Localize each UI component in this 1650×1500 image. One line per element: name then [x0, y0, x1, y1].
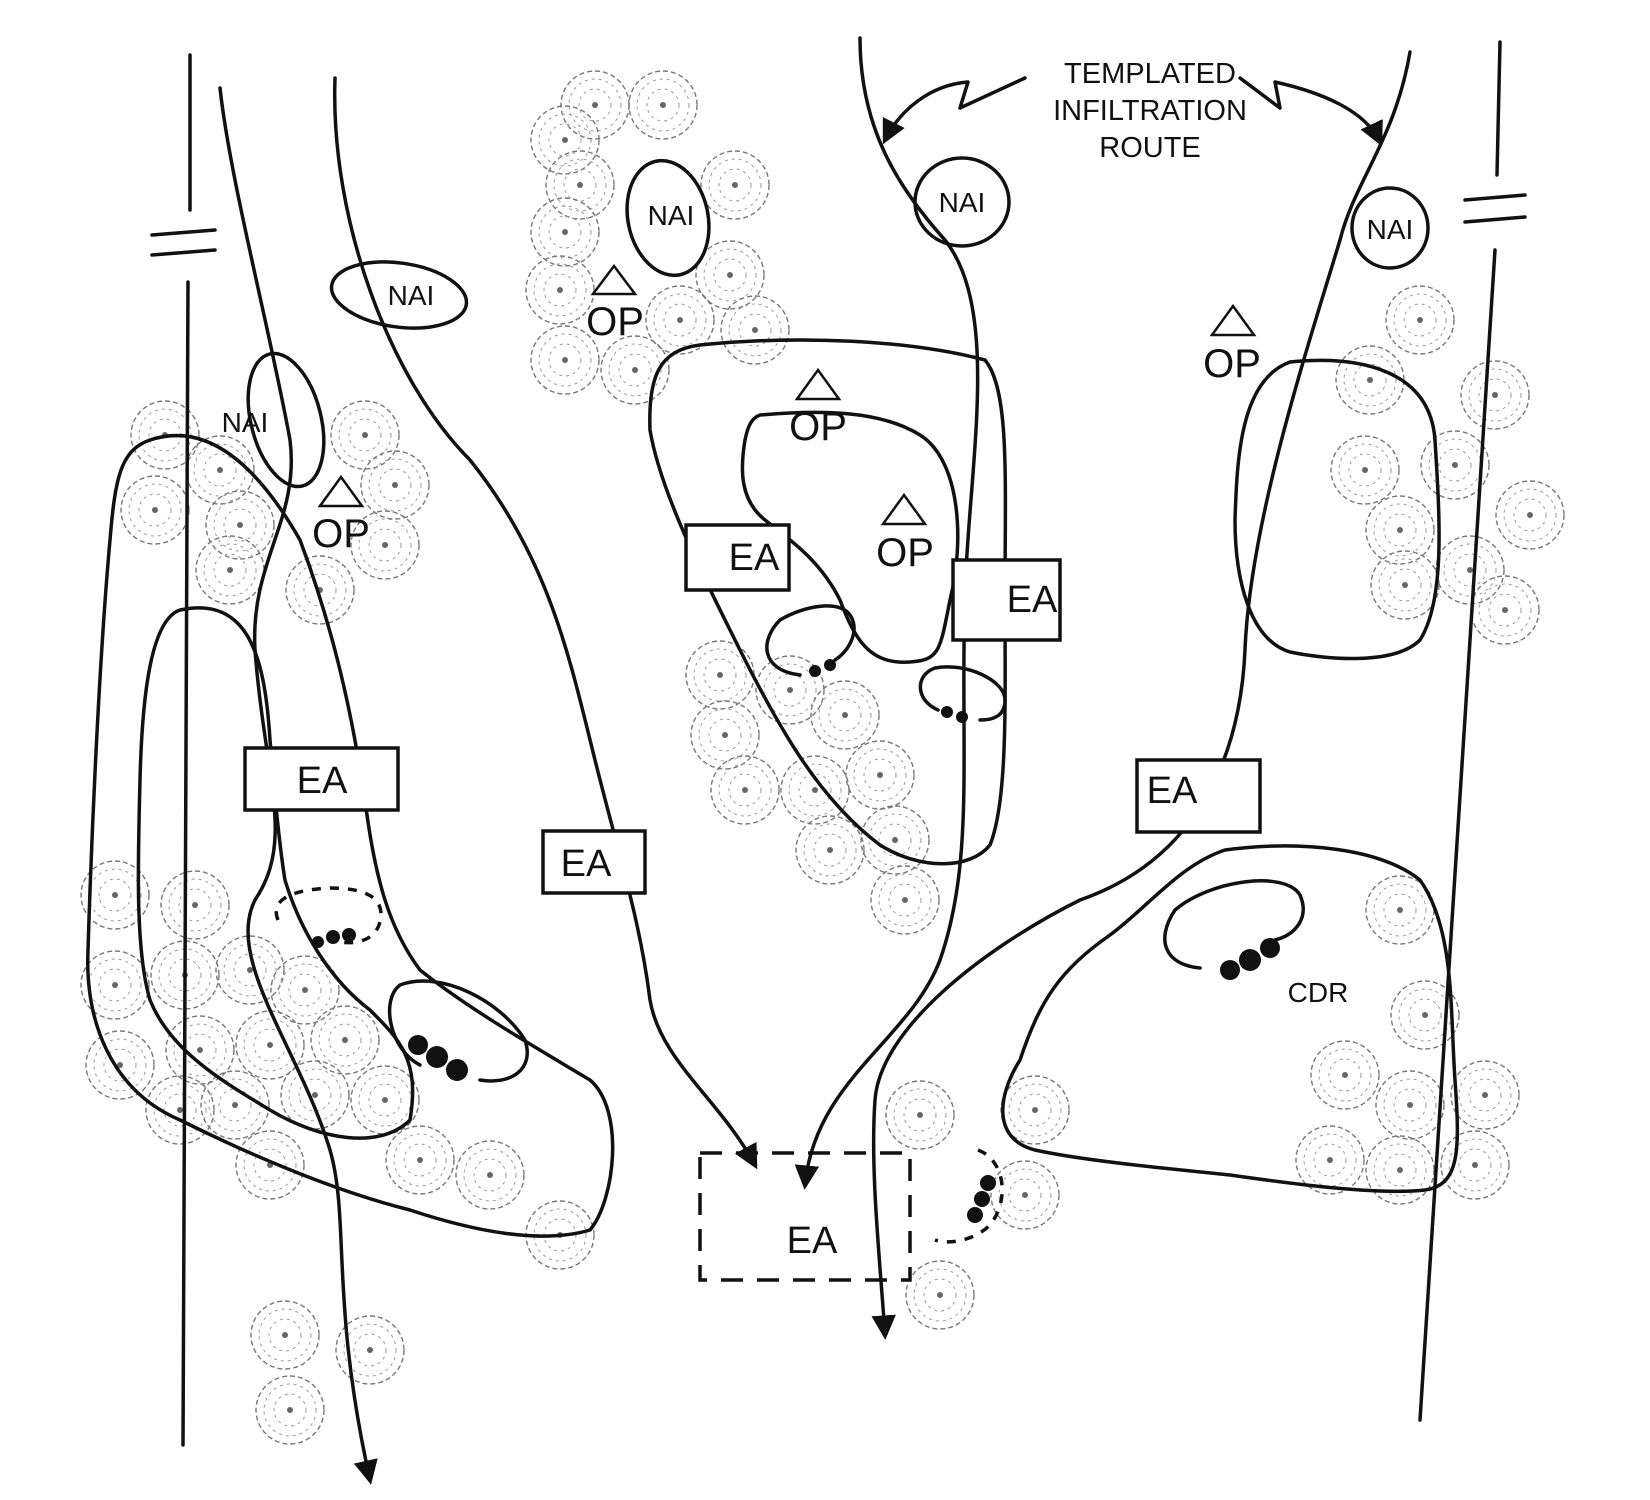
- engagement-area-boxes: [243, 523, 1262, 1282]
- center-inner-area: [740, 410, 960, 664]
- op-triangles: [317, 263, 1257, 526]
- nai-label: NAI: [648, 200, 695, 231]
- ea-label: EA: [561, 843, 612, 885]
- ea-label: EA: [297, 760, 348, 802]
- left-inner-area: [136, 606, 415, 1140]
- cdr-label: CDR: [1288, 977, 1349, 1008]
- nai-label: NAI: [388, 280, 435, 311]
- op-label: OP: [312, 512, 370, 556]
- left-outer-area: [86, 433, 615, 1238]
- route-label-line-3: ROUTE: [1099, 132, 1201, 164]
- op-label: OP: [789, 405, 847, 449]
- ea-label: EA: [787, 1220, 838, 1262]
- diagram-labels: TEMPLATED INFILTRATION ROUTE NAI NAI NAI…: [222, 58, 1414, 1262]
- area-outlines: [86, 338, 1460, 1238]
- op-label: OP: [876, 531, 934, 575]
- op-label: OP: [586, 300, 644, 344]
- boundary-lines: [150, 40, 1527, 1447]
- center-large-area: [648, 338, 1008, 866]
- op-label: OP: [1203, 342, 1261, 386]
- right-upper-area: [1233, 358, 1441, 661]
- route-label-line-2: INFILTRATION: [1053, 95, 1247, 127]
- ea-label: EA: [1007, 579, 1058, 621]
- route-pointer-arrows: [882, 76, 1383, 147]
- nai-label: NAI: [939, 187, 986, 218]
- ea-label: EA: [729, 537, 780, 579]
- route-label-line-1: TEMPLATED: [1064, 58, 1236, 90]
- nai-markers: [246, 156, 1430, 489]
- battle-positions: [274, 604, 1305, 1244]
- nai-label: NAI: [1367, 214, 1414, 245]
- nai-label: NAI: [222, 407, 269, 438]
- right-lower-area: [1001, 844, 1460, 1194]
- ea-label: EA: [1147, 770, 1198, 812]
